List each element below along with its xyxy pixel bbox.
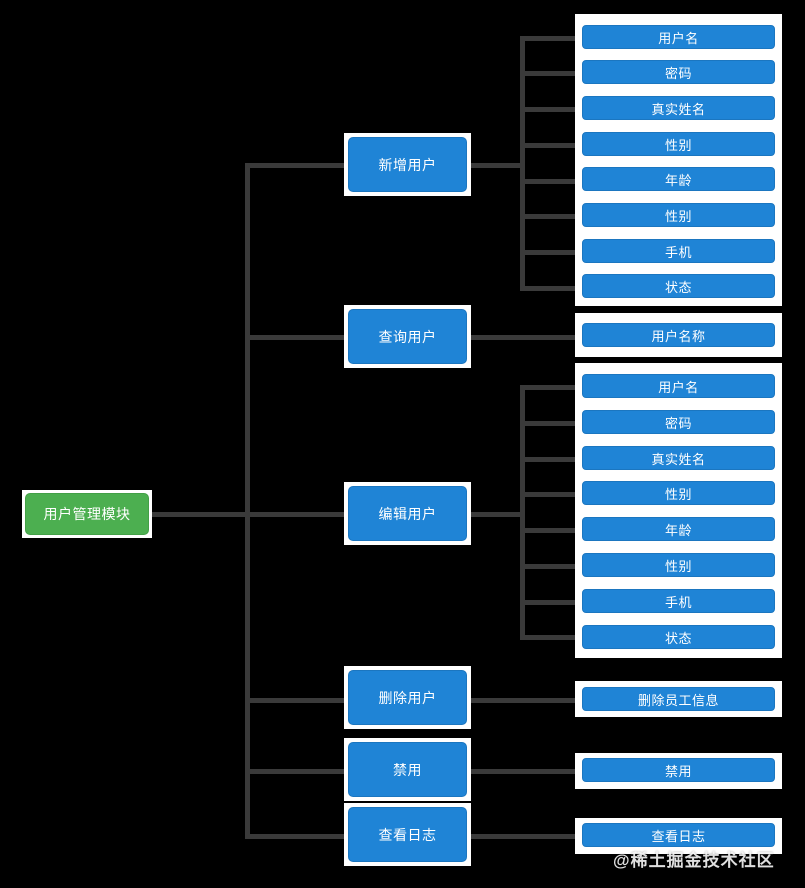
- leaf-edit-user-6[interactable]: 性别: [582, 553, 775, 577]
- connector-add-user-leaf-7: [520, 250, 582, 255]
- leaf-edit-user-8[interactable]: 状态: [582, 625, 775, 649]
- leaf-add-user-4[interactable]: 性别: [582, 132, 775, 156]
- leaf-add-user-7[interactable]: 手机: [582, 239, 775, 263]
- leaf-label: 禁用: [664, 763, 692, 779]
- node-root-label: 用户管理模块: [43, 506, 131, 522]
- leaf-add-user-2[interactable]: 密码: [582, 60, 775, 84]
- connector-edit-user-leaf-1: [520, 385, 582, 390]
- leaf-label: 年龄: [664, 172, 692, 188]
- node-view-log[interactable]: 查看日志: [348, 807, 467, 862]
- connector-root-to-trunk: [150, 512, 250, 517]
- connector-delete-user-leaf-1: [468, 698, 585, 703]
- node-delete-user[interactable]: 删除用户: [348, 670, 467, 725]
- leaf-label: 密码: [664, 65, 692, 81]
- connector-trunk-to-view-log: [245, 834, 350, 839]
- connector-view-log-leaf-1: [468, 834, 585, 839]
- node-disable-label: 禁用: [393, 761, 422, 778]
- leaf-query-user-1[interactable]: 用户名称: [582, 323, 775, 347]
- connector-edit-user-spine: [520, 385, 525, 637]
- leaf-edit-user-2[interactable]: 密码: [582, 410, 775, 434]
- connector-add-user-leaf-6: [520, 214, 582, 219]
- leaf-label: 手机: [664, 594, 692, 610]
- connector-add-user-leaf-3: [520, 107, 582, 112]
- node-delete-user-label: 删除用户: [378, 689, 437, 706]
- leaf-add-user-3[interactable]: 真实姓名: [582, 96, 775, 120]
- leaf-edit-user-4[interactable]: 性别: [582, 481, 775, 505]
- leaf-label: 密码: [664, 415, 692, 431]
- leaf-label: 查看日志: [651, 828, 706, 844]
- connector-edit-user-leaf-3: [520, 457, 582, 462]
- leaf-add-user-1[interactable]: 用户名: [582, 25, 775, 49]
- leaf-delete-user-1[interactable]: 删除员工信息: [582, 687, 775, 711]
- connector-edit-user-leaf-7: [520, 600, 582, 605]
- leaf-label: 性别: [664, 208, 692, 224]
- node-query-user[interactable]: 查询用户: [348, 309, 467, 364]
- leaf-edit-user-3[interactable]: 真实姓名: [582, 446, 775, 470]
- leaf-label: 状态: [664, 630, 692, 646]
- connector-main-trunk: [245, 163, 250, 837]
- leaf-label: 真实姓名: [651, 451, 706, 467]
- connector-trunk-to-disable: [245, 769, 350, 774]
- connector-add-user-leaf-8: [520, 286, 582, 291]
- node-root[interactable]: 用户管理模块: [25, 493, 149, 535]
- connector-add-user-stem: [468, 163, 523, 168]
- watermark: @稀土掘金技术社区: [613, 851, 775, 870]
- node-disable[interactable]: 禁用: [348, 742, 467, 797]
- connector-edit-user-leaf-5: [520, 528, 582, 533]
- connector-add-user-leaf-2: [520, 71, 582, 76]
- node-edit-user-label: 编辑用户: [378, 505, 437, 522]
- connector-query-user-leaf-1: [468, 335, 585, 340]
- connector-edit-user-leaf-6: [520, 564, 582, 569]
- leaf-edit-user-1[interactable]: 用户名: [582, 374, 775, 398]
- connector-add-user-spine: [520, 36, 525, 288]
- leaf-label: 删除员工信息: [637, 692, 719, 708]
- leaf-label: 状态: [664, 279, 692, 295]
- connector-trunk-to-edit-user: [245, 512, 350, 517]
- leaf-view-log-1[interactable]: 查看日志: [582, 823, 775, 847]
- leaf-label: 性别: [664, 137, 692, 153]
- leaf-label: 性别: [664, 558, 692, 574]
- connector-add-user-leaf-4: [520, 143, 582, 148]
- node-view-log-label: 查看日志: [378, 826, 437, 843]
- leaf-label: 年龄: [664, 522, 692, 538]
- leaf-edit-user-7[interactable]: 手机: [582, 589, 775, 613]
- leaf-label: 性别: [664, 486, 692, 502]
- connector-trunk-to-query-user: [245, 335, 350, 340]
- connector-add-user-leaf-1: [520, 36, 582, 41]
- leaf-add-user-6[interactable]: 性别: [582, 203, 775, 227]
- connector-edit-user-leaf-4: [520, 492, 582, 497]
- connector-edit-user-stem: [468, 512, 523, 517]
- connector-add-user-leaf-5: [520, 179, 582, 184]
- connector-trunk-to-add-user: [245, 163, 350, 168]
- leaf-add-user-8[interactable]: 状态: [582, 274, 775, 298]
- connector-trunk-to-delete-user: [245, 698, 350, 703]
- node-add-user[interactable]: 新增用户: [348, 137, 467, 192]
- node-add-user-label: 新增用户: [378, 156, 437, 173]
- leaf-label: 用户名: [658, 30, 699, 46]
- leaf-label: 用户名称: [651, 328, 706, 344]
- connector-edit-user-leaf-2: [520, 421, 582, 426]
- leaf-disable-1[interactable]: 禁用: [582, 758, 775, 782]
- leaf-add-user-5[interactable]: 年龄: [582, 167, 775, 191]
- node-edit-user[interactable]: 编辑用户: [348, 486, 467, 541]
- node-query-user-label: 查询用户: [378, 328, 437, 345]
- leaf-label: 用户名: [658, 379, 699, 395]
- connector-disable-leaf-1: [468, 769, 585, 774]
- leaf-edit-user-5[interactable]: 年龄: [582, 517, 775, 541]
- connector-edit-user-leaf-8: [520, 635, 582, 640]
- leaf-label: 手机: [664, 244, 692, 260]
- leaf-label: 真实姓名: [651, 101, 706, 117]
